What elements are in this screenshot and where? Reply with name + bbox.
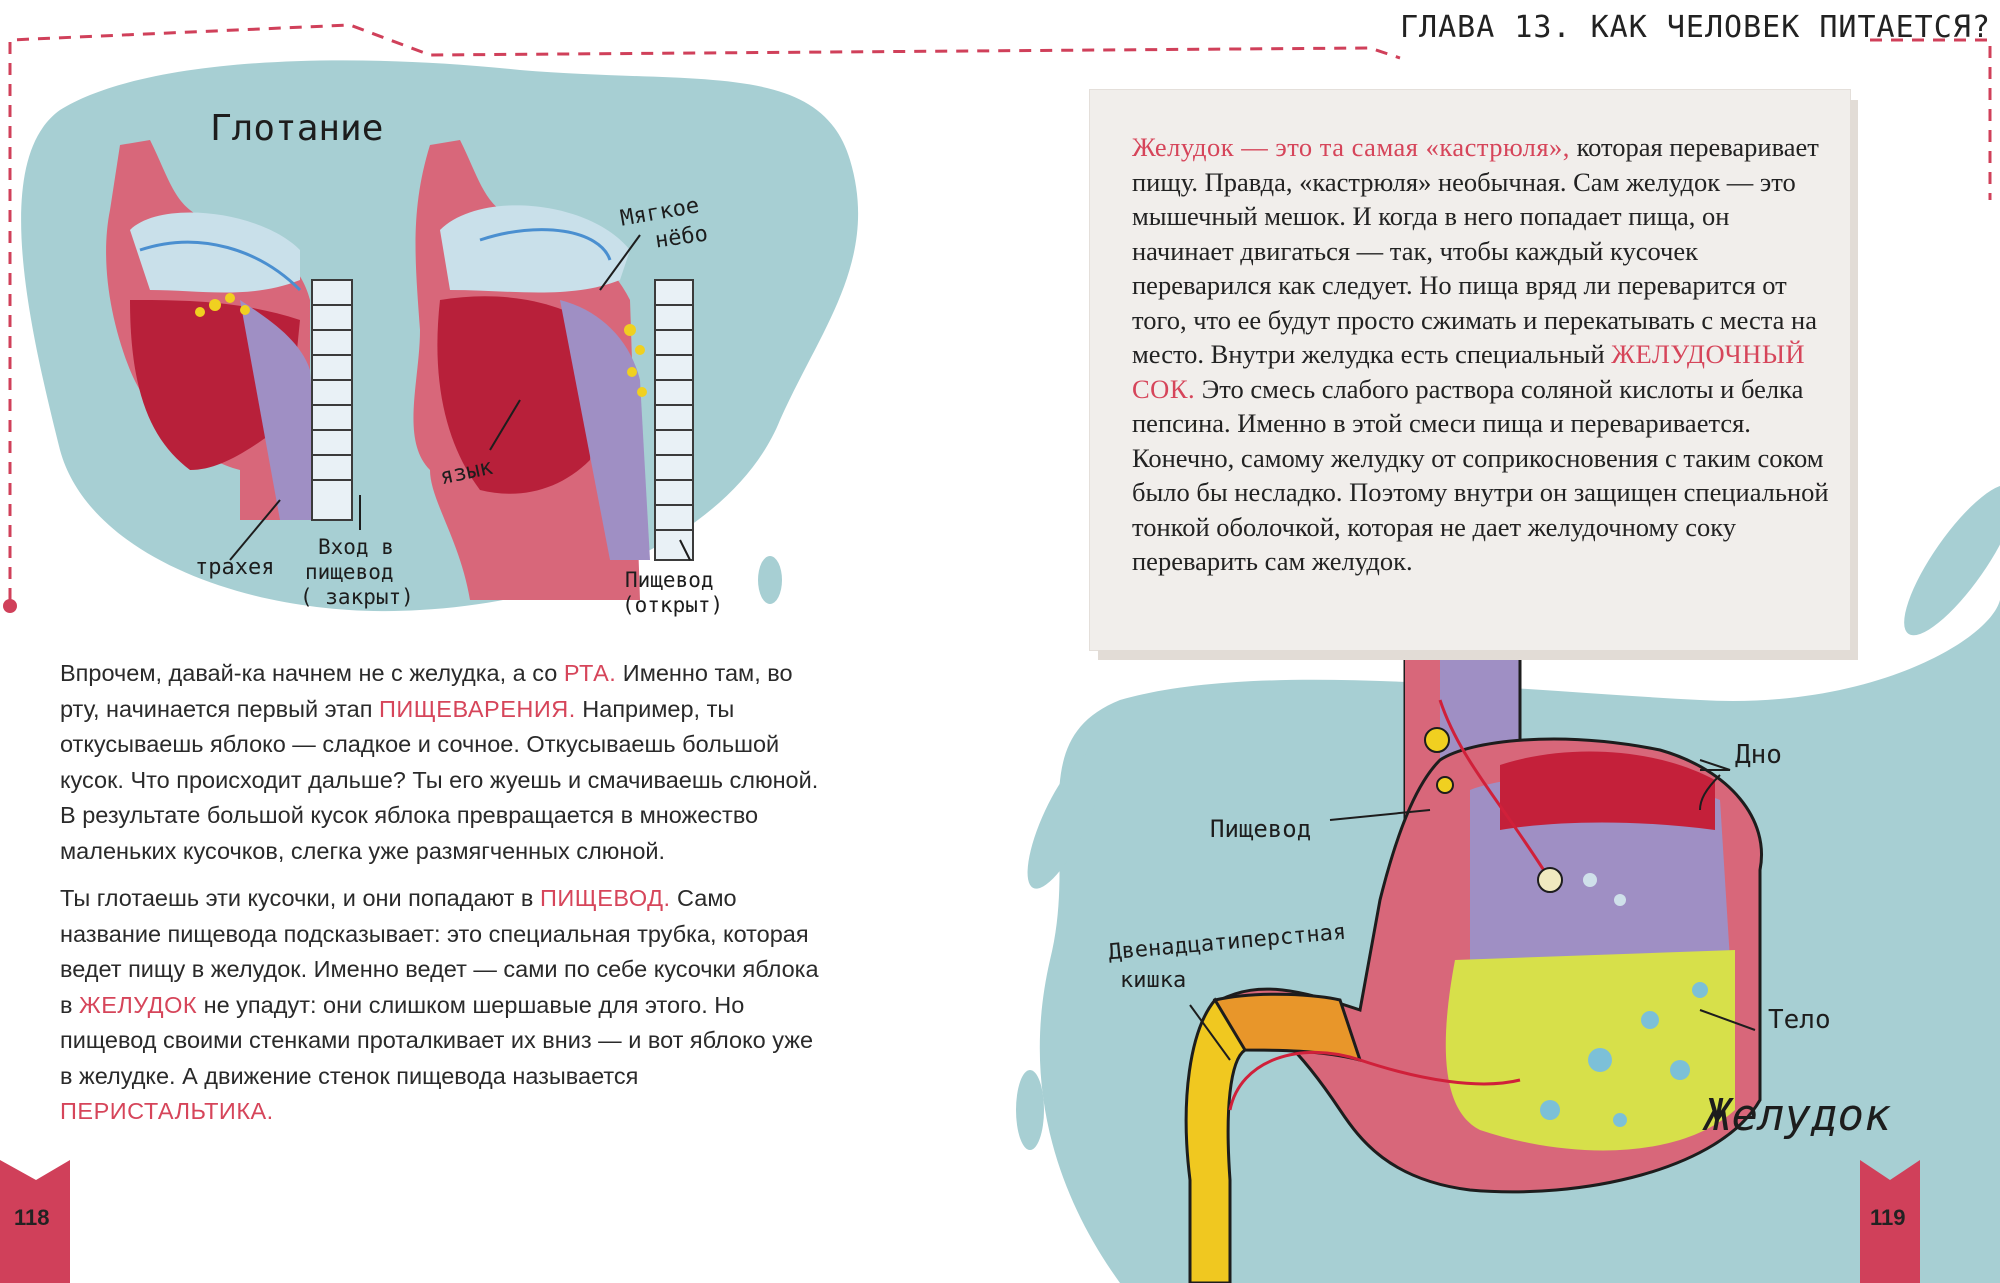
highlight-term: ПИЩЕВОД. (539, 885, 671, 911)
swallowing-title: Глотание (210, 108, 384, 149)
label-fundus: Дно (1735, 740, 1782, 770)
label-esophagus-open-2: (открыт) (622, 593, 724, 617)
text: которая переваривает пищу. Правда, «каст… (1132, 132, 1819, 369)
teal-dot (758, 556, 782, 604)
highlight-term: ЖЕЛУДОК (79, 991, 198, 1018)
leader-lines-left (229, 234, 691, 561)
head-illustration-1 (106, 140, 353, 521)
highlight-term: РТА. (563, 660, 617, 686)
text: не упадут: они слишком шершавые для этог… (60, 991, 814, 1089)
label-body: Тело (1768, 1005, 1831, 1035)
label-stomach: Желудок (1705, 1090, 1891, 1141)
note-text: Желудок — это та самая «кастрюля», котор… (1132, 130, 1832, 579)
highlight-term: Желудок — это та самая «кастрюля», (1132, 132, 1570, 162)
teal-drop (1016, 1070, 1044, 1150)
chapter-title: ГЛАВА 13. КАК ЧЕЛОВЕК ПИТАЕТСЯ? (1400, 10, 1991, 45)
label-esophagus-open-1: Пищевод (625, 568, 714, 592)
label-duodenum-2: кишка (1120, 968, 1187, 993)
label-esophagus: Пищевод (1210, 815, 1312, 843)
info-note-card (1090, 90, 1850, 650)
label-entrance-3: ( закрыт) (300, 585, 414, 609)
body-text-left: Впрочем, давай-ка начнем не с желудка, а… (60, 656, 830, 1142)
text: Впрочем, давай-ка начнем не с желудка, а… (60, 660, 564, 686)
paragraph-2: Ты глотаешь эти кусочки, и они попадают … (60, 881, 830, 1130)
text: Это смесь слабого раствора соляной кисло… (1132, 373, 1829, 577)
leader-lines-right (1189, 759, 1756, 1061)
dashed-border-right (1870, 38, 1992, 200)
teal-drop (1027, 751, 1103, 889)
bookmark-right (1860, 1160, 1920, 1283)
dashed-border (8, 23, 1401, 600)
stomach-illustration (1184, 648, 1763, 1283)
label-entrance-1: Вход в (318, 535, 394, 559)
head-illustration-2 (413, 140, 694, 600)
page-number-right: 119 (1870, 1205, 1906, 1230)
text: Например, ты откусываешь яблоко — сладко… (60, 695, 819, 864)
teal-drop (1904, 484, 2000, 636)
page-number-left: 118 (14, 1205, 50, 1230)
highlight-term: ПИЩЕВАРЕНИЯ. (378, 695, 576, 722)
highlight-term: ЖЕЛУДОЧНЫЙ СОК. (1132, 339, 1806, 404)
text: Именно там, во рту, начинается первый эт… (60, 660, 793, 722)
text: Само название пищевода подсказывает: это… (60, 885, 819, 1018)
paragraph-1: Впрочем, давай-ка начнем не с желудка, а… (60, 656, 830, 869)
text: Ты глотаешь эти кусочки, и они попадают … (60, 885, 540, 911)
bookmark-left (0, 1160, 70, 1283)
dashed-border-end-dot (3, 599, 17, 613)
label-trachea: трахея (195, 555, 275, 580)
label-entrance-2: пищевод (305, 560, 394, 584)
highlight-term: ПЕРИСТАЛЬТИКА. (60, 1098, 274, 1124)
